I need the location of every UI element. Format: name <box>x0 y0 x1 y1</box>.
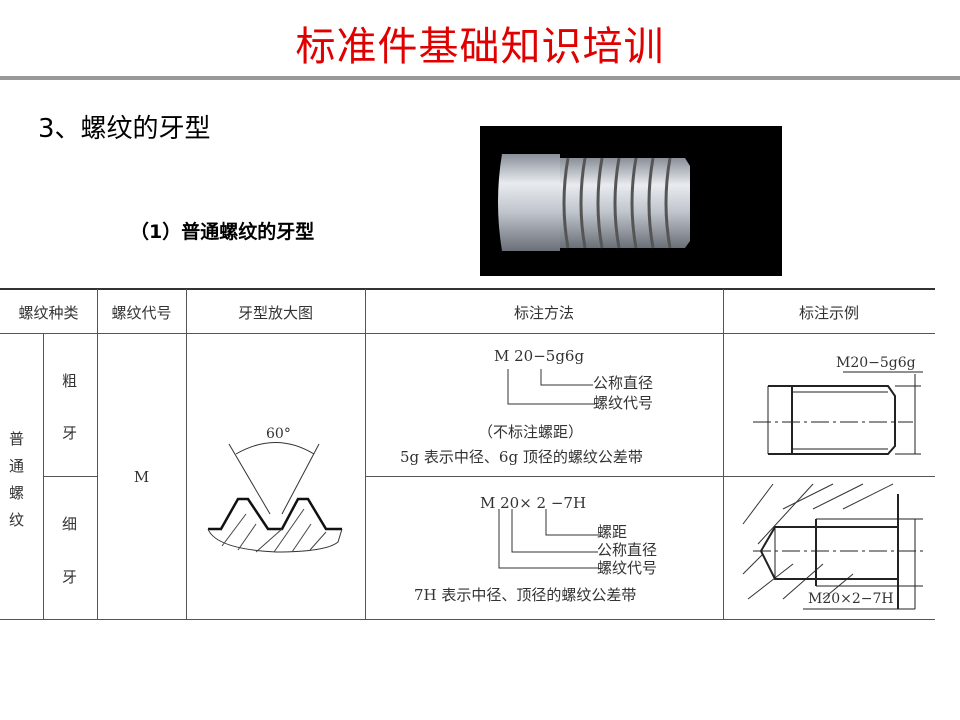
angle-label: 60° <box>266 426 291 442</box>
subsection-heading: （1）普通螺纹的牙型 <box>130 221 315 243</box>
bolt-thread-image <box>498 154 690 251</box>
annotation-example-drawings <box>742 371 923 610</box>
col-divider <box>43 334 44 620</box>
header-profile: 牙型放大图 <box>237 304 313 322</box>
coarse-code-label: 螺纹代号 <box>593 394 654 412</box>
header-thread-type: 螺纹种类 <box>18 304 79 322</box>
header-divider <box>0 333 935 334</box>
fine-label: 牙 <box>62 568 78 586</box>
title-divider <box>0 76 960 80</box>
table-top-border <box>0 288 935 290</box>
thread-photo <box>480 126 782 276</box>
fine-diameter-label: 公称直径 <box>597 541 658 559</box>
thread-code: M <box>133 468 150 486</box>
coarse-designation: M 20−5g6g <box>494 347 585 365</box>
coarse-label: 粗 <box>62 372 78 390</box>
coarse-leader-lines <box>498 369 600 569</box>
col-divider <box>365 289 366 620</box>
thread-type-char: 纹 <box>9 511 25 529</box>
col-divider <box>186 289 187 620</box>
thread-type-char: 螺 <box>9 484 25 502</box>
section-heading: 3、螺纹的牙型 <box>38 114 211 144</box>
fine-pitch-label: 螺距 <box>597 523 628 541</box>
slide-title: 标准件基础知识培训 <box>295 24 665 70</box>
row-divider-left <box>43 476 97 477</box>
thread-type-char: 通 <box>9 457 25 475</box>
col-divider <box>723 289 724 620</box>
header-thread-code: 螺纹代号 <box>111 304 172 322</box>
fine-designation: M 20× 2 −7H <box>480 494 587 512</box>
fine-example-label: M20×2−7H <box>808 591 894 607</box>
coarse-note-tolerance: 5g 表示中径、6g 顶径的螺纹公差带 <box>400 448 643 466</box>
coarse-label: 牙 <box>62 424 78 442</box>
fine-note-tolerance: 7H 表示中径、顶径的螺纹公差带 <box>414 586 637 604</box>
header-method: 标注方法 <box>513 304 574 322</box>
col-divider <box>97 289 98 620</box>
coarse-diameter-label: 公称直径 <box>593 374 654 392</box>
coarse-example-label: M20−5g6g <box>836 355 916 371</box>
fine-label: 细 <box>62 515 78 533</box>
fine-code-label: 螺纹代号 <box>597 559 658 577</box>
thread-profile-diagram: 60° <box>207 426 343 553</box>
coarse-note-pitch: （不标注螺距） <box>478 423 584 441</box>
row-divider-right <box>365 476 935 477</box>
thread-type-char: 普 <box>9 430 25 448</box>
table-bottom-border <box>0 619 935 620</box>
header-example: 标注示例 <box>798 304 859 322</box>
